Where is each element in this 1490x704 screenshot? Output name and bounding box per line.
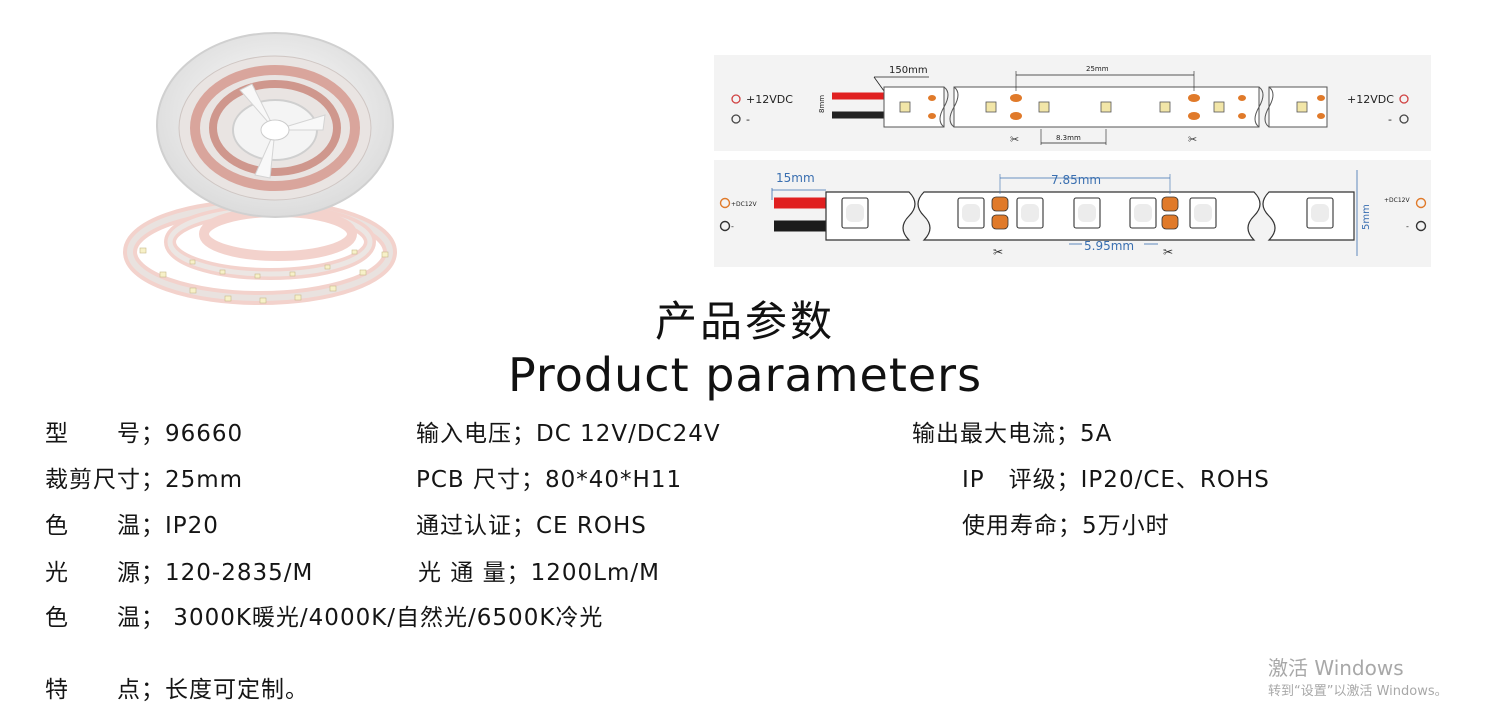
- pitch-label: 5.95mm: [1084, 239, 1134, 253]
- param-pcb-size: PCB 尺寸；80*40*H11: [416, 467, 683, 493]
- left-minus-label: -: [731, 222, 734, 231]
- title-english: Product parameters: [507, 348, 983, 402]
- param-input-voltage: 输入电压；DC 12V/DC24V: [416, 421, 721, 447]
- param-light-source: 光 源；120-2835/M: [45, 560, 314, 586]
- param-model: 型 号；96660: [45, 421, 244, 447]
- param-cut-size: 裁剪尺寸；25mm: [45, 467, 244, 493]
- param-luminous-flux: 光 通 量；1200Lm/M: [418, 560, 660, 586]
- scissors-icon: ✂: [993, 245, 1003, 259]
- plus-terminal-icon: [1415, 197, 1427, 209]
- param-lifespan: 使用寿命；5万小时: [962, 513, 1170, 539]
- product-photo: [120, 20, 410, 310]
- right-plus-label: +DC12V: [1384, 197, 1410, 204]
- minus-terminal-icon: [719, 220, 731, 232]
- led-reel-image: [123, 32, 397, 305]
- width-label: 5mm: [1361, 204, 1372, 230]
- pitch-label: 8.3mm: [1056, 134, 1081, 142]
- right-plus-label: +12VDC: [1347, 93, 1394, 106]
- cut-length-label: 7.85mm: [1051, 173, 1101, 187]
- title-chinese: 产品参数: [654, 297, 835, 346]
- param-color-temp-ip: 色 温；IP20: [45, 513, 219, 539]
- param-color-temp: 色 温； 3000K暖光/4000K/自然光/6500K冷光: [45, 605, 604, 631]
- activation-watermark-subtitle: 转到“设置”以激活 Windows。: [1268, 684, 1448, 699]
- activation-watermark-title: 激活 Windows: [1268, 656, 1404, 680]
- minus-terminal-icon: [1399, 114, 1409, 124]
- minus-terminal-icon: [731, 114, 741, 124]
- right-minus-label: -: [1388, 113, 1392, 126]
- plus-terminal-icon: [719, 197, 731, 209]
- plus-terminal-icon: [731, 94, 741, 104]
- scissors-icon: ✂: [1188, 133, 1197, 146]
- strip-diagram-bottom: +DC12V - 15mm: [714, 160, 1431, 267]
- scissors-icon: ✂: [1163, 245, 1173, 259]
- param-max-current: 输出最大电流；5A: [912, 421, 1113, 447]
- left-plus-label: +12VDC: [746, 93, 793, 106]
- cut-length-label: 25mm: [1086, 65, 1109, 73]
- width-label: 8mm: [818, 95, 826, 113]
- right-minus-label: -: [1406, 222, 1409, 231]
- param-certification: 通过认证；CE ROHS: [416, 513, 647, 539]
- strip-diagram-top: +12VDC - 150mm 8mm: [714, 55, 1431, 151]
- left-minus-label: -: [746, 113, 750, 126]
- scissors-icon: ✂: [1010, 133, 1019, 146]
- minus-terminal-icon: [1415, 220, 1427, 232]
- left-plus-label: +DC12V: [731, 201, 757, 208]
- wire-length-label: 15mm: [776, 171, 815, 185]
- param-ip-rating: IP 评级；IP20/CE、ROHS: [962, 467, 1270, 493]
- wire-length-label: 150mm: [889, 65, 928, 76]
- plus-terminal-icon: [1399, 94, 1409, 104]
